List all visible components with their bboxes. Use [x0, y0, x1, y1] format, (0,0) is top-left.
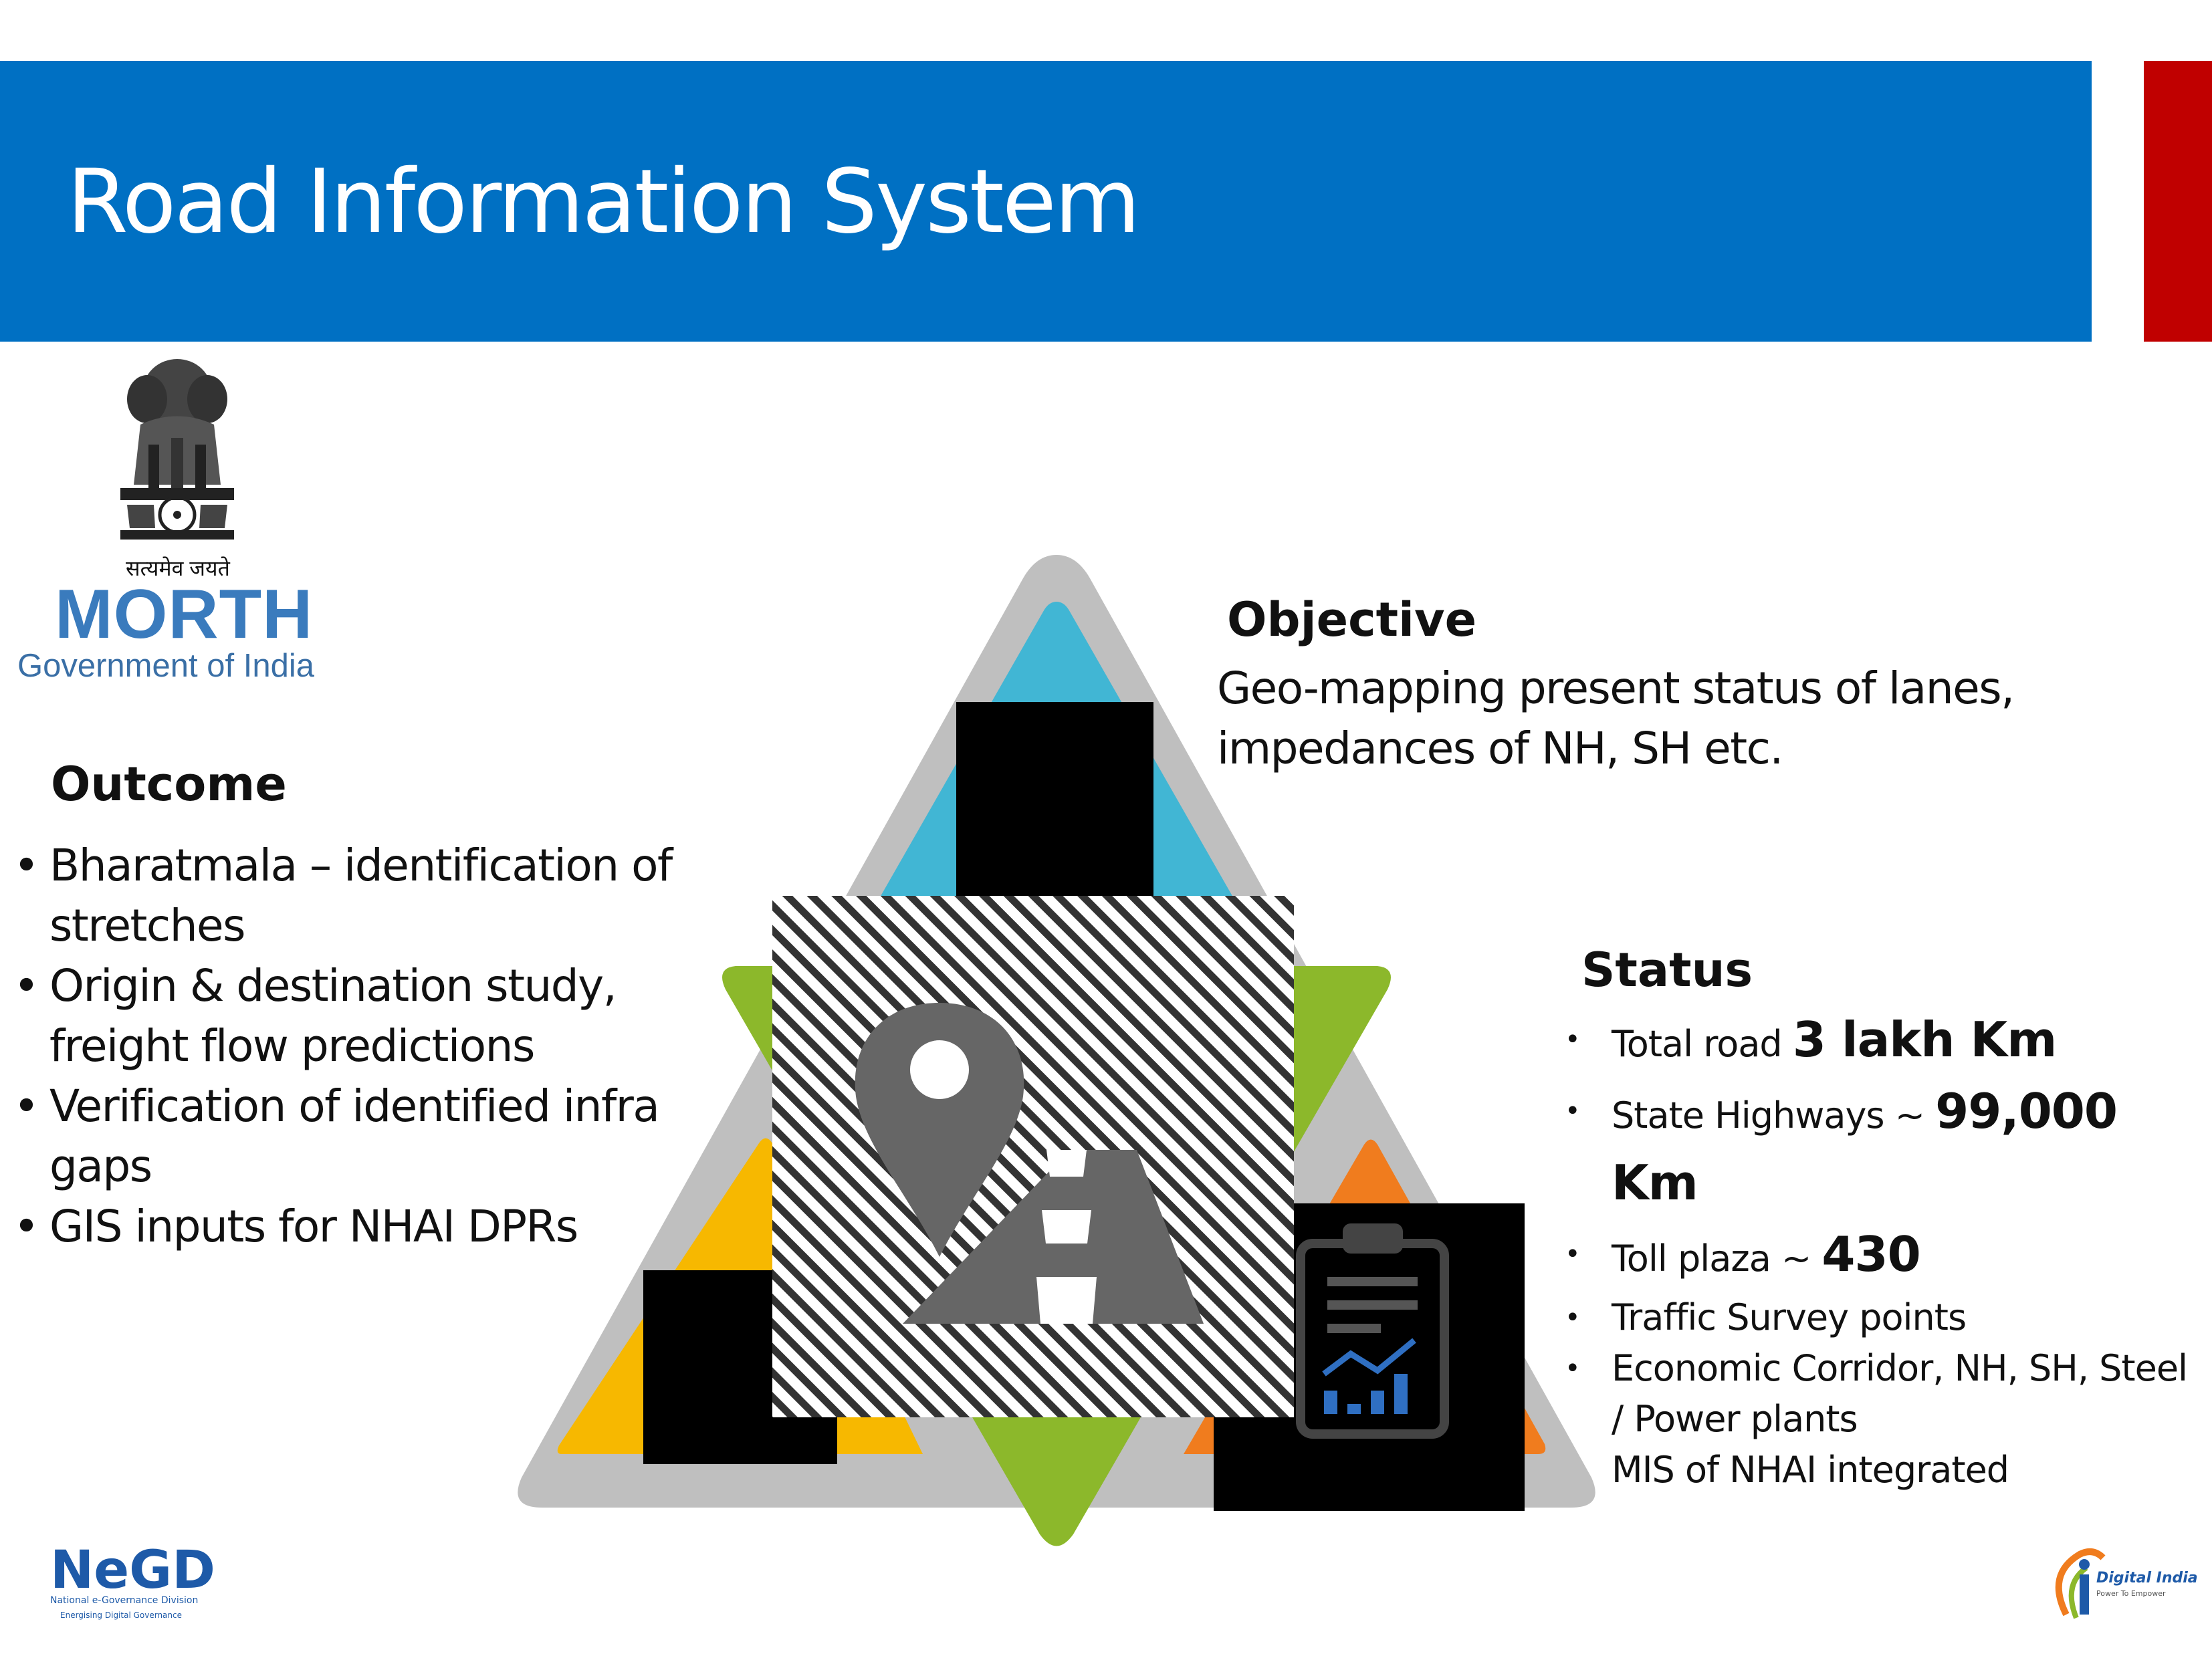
status-list: Total road 3 lakh Km State Highways ~ 99…	[1565, 1006, 2200, 1496]
outcome-heading: Outcome	[51, 757, 287, 812]
list-item: Origin & destination study, freight flow…	[13, 956, 689, 1076]
clipboard-chart-icon	[1296, 1223, 1449, 1439]
triangle-diagram	[518, 555, 1595, 1546]
objective-text: Geo-mapping present status of lanes, imp…	[1217, 663, 2015, 774]
list-item: GIS inputs for NHAI DPRs	[13, 1197, 689, 1257]
digital-india-tagline: Power To Empower	[2096, 1589, 2166, 1598]
negd-full-name: National e-Governance Division	[50, 1595, 198, 1606]
list-item: Bharatmala – identification of stretches	[13, 836, 689, 956]
outcome-list: Bharatmala – identification of stretches…	[13, 836, 689, 1257]
status-value: 99,000 Km	[1612, 1083, 2118, 1211]
status-traffic-survey: Traffic Survey points	[1565, 1292, 2200, 1343]
objective-heading: Objective	[1227, 592, 1477, 647]
status-heading: Status	[1581, 943, 1753, 997]
map-pin-icon	[855, 1003, 1024, 1257]
status-economic-corridor: Economic Corridor, NH, SH, Steel / Power…	[1565, 1343, 2200, 1445]
status-toll-plaza: Toll plaza ~ 430	[1565, 1221, 2200, 1292]
title-bar	[0, 61, 2092, 342]
road-icon	[903, 1150, 1204, 1324]
hatched-panel	[772, 896, 1294, 1417]
digital-india-logo: Digital India Power To Empower	[2055, 1548, 2198, 1619]
status-state-highways: State Highways ~ 99,000 Km	[1565, 1078, 2200, 1221]
emblem-motto: सत्यमेव जयते	[126, 556, 230, 580]
negd-logo-text: NeGD	[50, 1540, 215, 1601]
status-label: Toll plaza ~	[1612, 1237, 1811, 1280]
accent-bar	[2144, 61, 2212, 342]
government-label: Government of India	[17, 648, 314, 684]
ministry-name: MORTH	[55, 576, 314, 653]
page-title: Road Information System	[67, 150, 1140, 253]
status-total-road: Total road 3 lakh Km	[1565, 1006, 2200, 1078]
national-emblem-icon	[120, 359, 234, 540]
digital-india-text: Digital India	[2096, 1570, 2198, 1586]
negd-logo: NeGD National e-Governance Division Ener…	[50, 1540, 215, 1620]
status-mis: MIS of NHAI integrated	[1565, 1445, 2200, 1496]
negd-tagline: Energising Digital Governance	[60, 1611, 182, 1620]
status-value: 3 lakh Km	[1792, 1012, 2057, 1068]
status-label: State Highways ~	[1612, 1094, 1925, 1137]
status-label: Total road	[1612, 1023, 1783, 1065]
status-value: 430	[1821, 1226, 1920, 1282]
list-item: Verification of identified infra gaps	[13, 1076, 689, 1197]
